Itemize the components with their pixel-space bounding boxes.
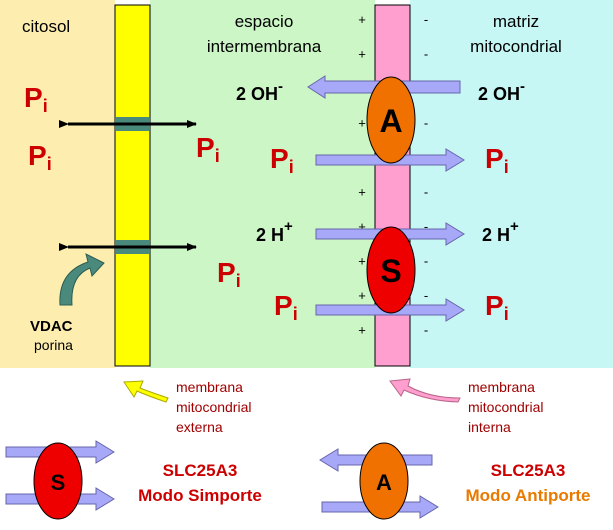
cytosol-region xyxy=(0,0,115,368)
phosphate-label: Pi xyxy=(485,290,509,324)
phosphate-label: Pi xyxy=(28,140,52,174)
proton-label: 2 H+ xyxy=(256,218,293,245)
plus-sign: + xyxy=(358,219,366,234)
svg-text:2 OH-: 2 OH- xyxy=(236,78,283,104)
plus-sign: + xyxy=(358,323,366,338)
antiporter-label: A xyxy=(379,103,402,139)
svg-text:2 H+: 2 H+ xyxy=(256,218,293,245)
svg-text:Pi: Pi xyxy=(28,140,52,174)
minus-sign: - xyxy=(424,254,428,269)
minus-sign: - xyxy=(424,47,428,62)
proton-label: 2 H+ xyxy=(482,218,519,245)
svg-text:Pi: Pi xyxy=(485,290,509,324)
minus-sign: - xyxy=(424,219,428,234)
symport-legend: S SLC25A3 Modo Simporte xyxy=(5,440,262,520)
symporter-ellipse xyxy=(366,226,416,314)
outer-membrane xyxy=(114,4,151,367)
hydroxide-label: 2 OH- xyxy=(236,78,283,104)
inner-membrane-label: mitocondrial xyxy=(468,399,543,415)
antiport-title: SLC25A3 xyxy=(491,461,566,480)
matrix-label: mitocondrial xyxy=(470,37,562,56)
vdac-label: VDAC xyxy=(30,318,73,335)
minus-sign: - xyxy=(424,185,428,200)
minus-sign: - xyxy=(424,12,428,27)
symporter-label: S xyxy=(51,470,66,495)
antiporter-label: A xyxy=(376,470,392,495)
hydroxide-label: 2 OH- xyxy=(478,78,525,104)
svg-text:Pi: Pi xyxy=(270,143,294,177)
symport-mode: Modo Simporte xyxy=(138,486,262,505)
phosphate-label: Pi xyxy=(196,132,220,166)
cytosol-label: citosol xyxy=(22,17,70,36)
svg-text:Pi: Pi xyxy=(485,143,509,177)
minus-sign: - xyxy=(424,323,428,338)
plus-sign: + xyxy=(358,116,366,131)
minus-sign: - xyxy=(424,116,428,131)
inner-membrane-label: interna xyxy=(468,419,511,435)
plus-sign: + xyxy=(358,288,366,303)
symporter-ellipse xyxy=(33,442,83,520)
inner-membrane-pointer-arrow xyxy=(389,378,461,403)
outer-membrane-label: externa xyxy=(176,419,223,435)
symporter-label: S xyxy=(380,253,401,289)
plus-sign: + xyxy=(358,254,366,269)
outer-membrane-pointer-arrow xyxy=(123,380,169,403)
phosphate-label: Pi xyxy=(270,143,294,177)
svg-text:Pi: Pi xyxy=(196,132,220,166)
minus-sign: - xyxy=(424,288,428,303)
plus-sign: + xyxy=(358,185,366,200)
intermembrane-label: intermembrana xyxy=(207,37,322,56)
svg-text:Pi: Pi xyxy=(217,257,241,291)
svg-text:Pi: Pi xyxy=(274,290,298,324)
phosphate-label: Pi xyxy=(217,257,241,291)
svg-text:2 OH-: 2 OH- xyxy=(478,78,525,104)
intermembrane-label: espacio xyxy=(235,12,294,31)
inner-membrane-label: membrana xyxy=(468,379,535,395)
phosphate-label: Pi xyxy=(485,143,509,177)
porin-label: porina xyxy=(34,337,73,353)
plus-sign: + xyxy=(358,12,366,27)
antiport-mode: Modo Antiporte xyxy=(466,486,591,505)
symport-title: SLC25A3 xyxy=(163,461,238,480)
matrix-label: matriz xyxy=(493,12,539,31)
antiporter-ellipse xyxy=(366,76,416,164)
vdac-pointer-arrow xyxy=(59,253,105,306)
plus-sign: + xyxy=(358,47,366,62)
outer-membrane-label: mitocondrial xyxy=(176,399,251,415)
antiporter-ellipse xyxy=(359,442,409,520)
outer-membrane-label: membrana xyxy=(176,379,243,395)
svg-text:2 H+: 2 H+ xyxy=(482,218,519,245)
phosphate-label: Pi xyxy=(24,82,48,116)
phosphate-label: Pi xyxy=(274,290,298,324)
svg-text:Pi: Pi xyxy=(24,82,48,116)
antiport-legend: A SLC25A3 Modo Antiporte xyxy=(319,442,591,520)
